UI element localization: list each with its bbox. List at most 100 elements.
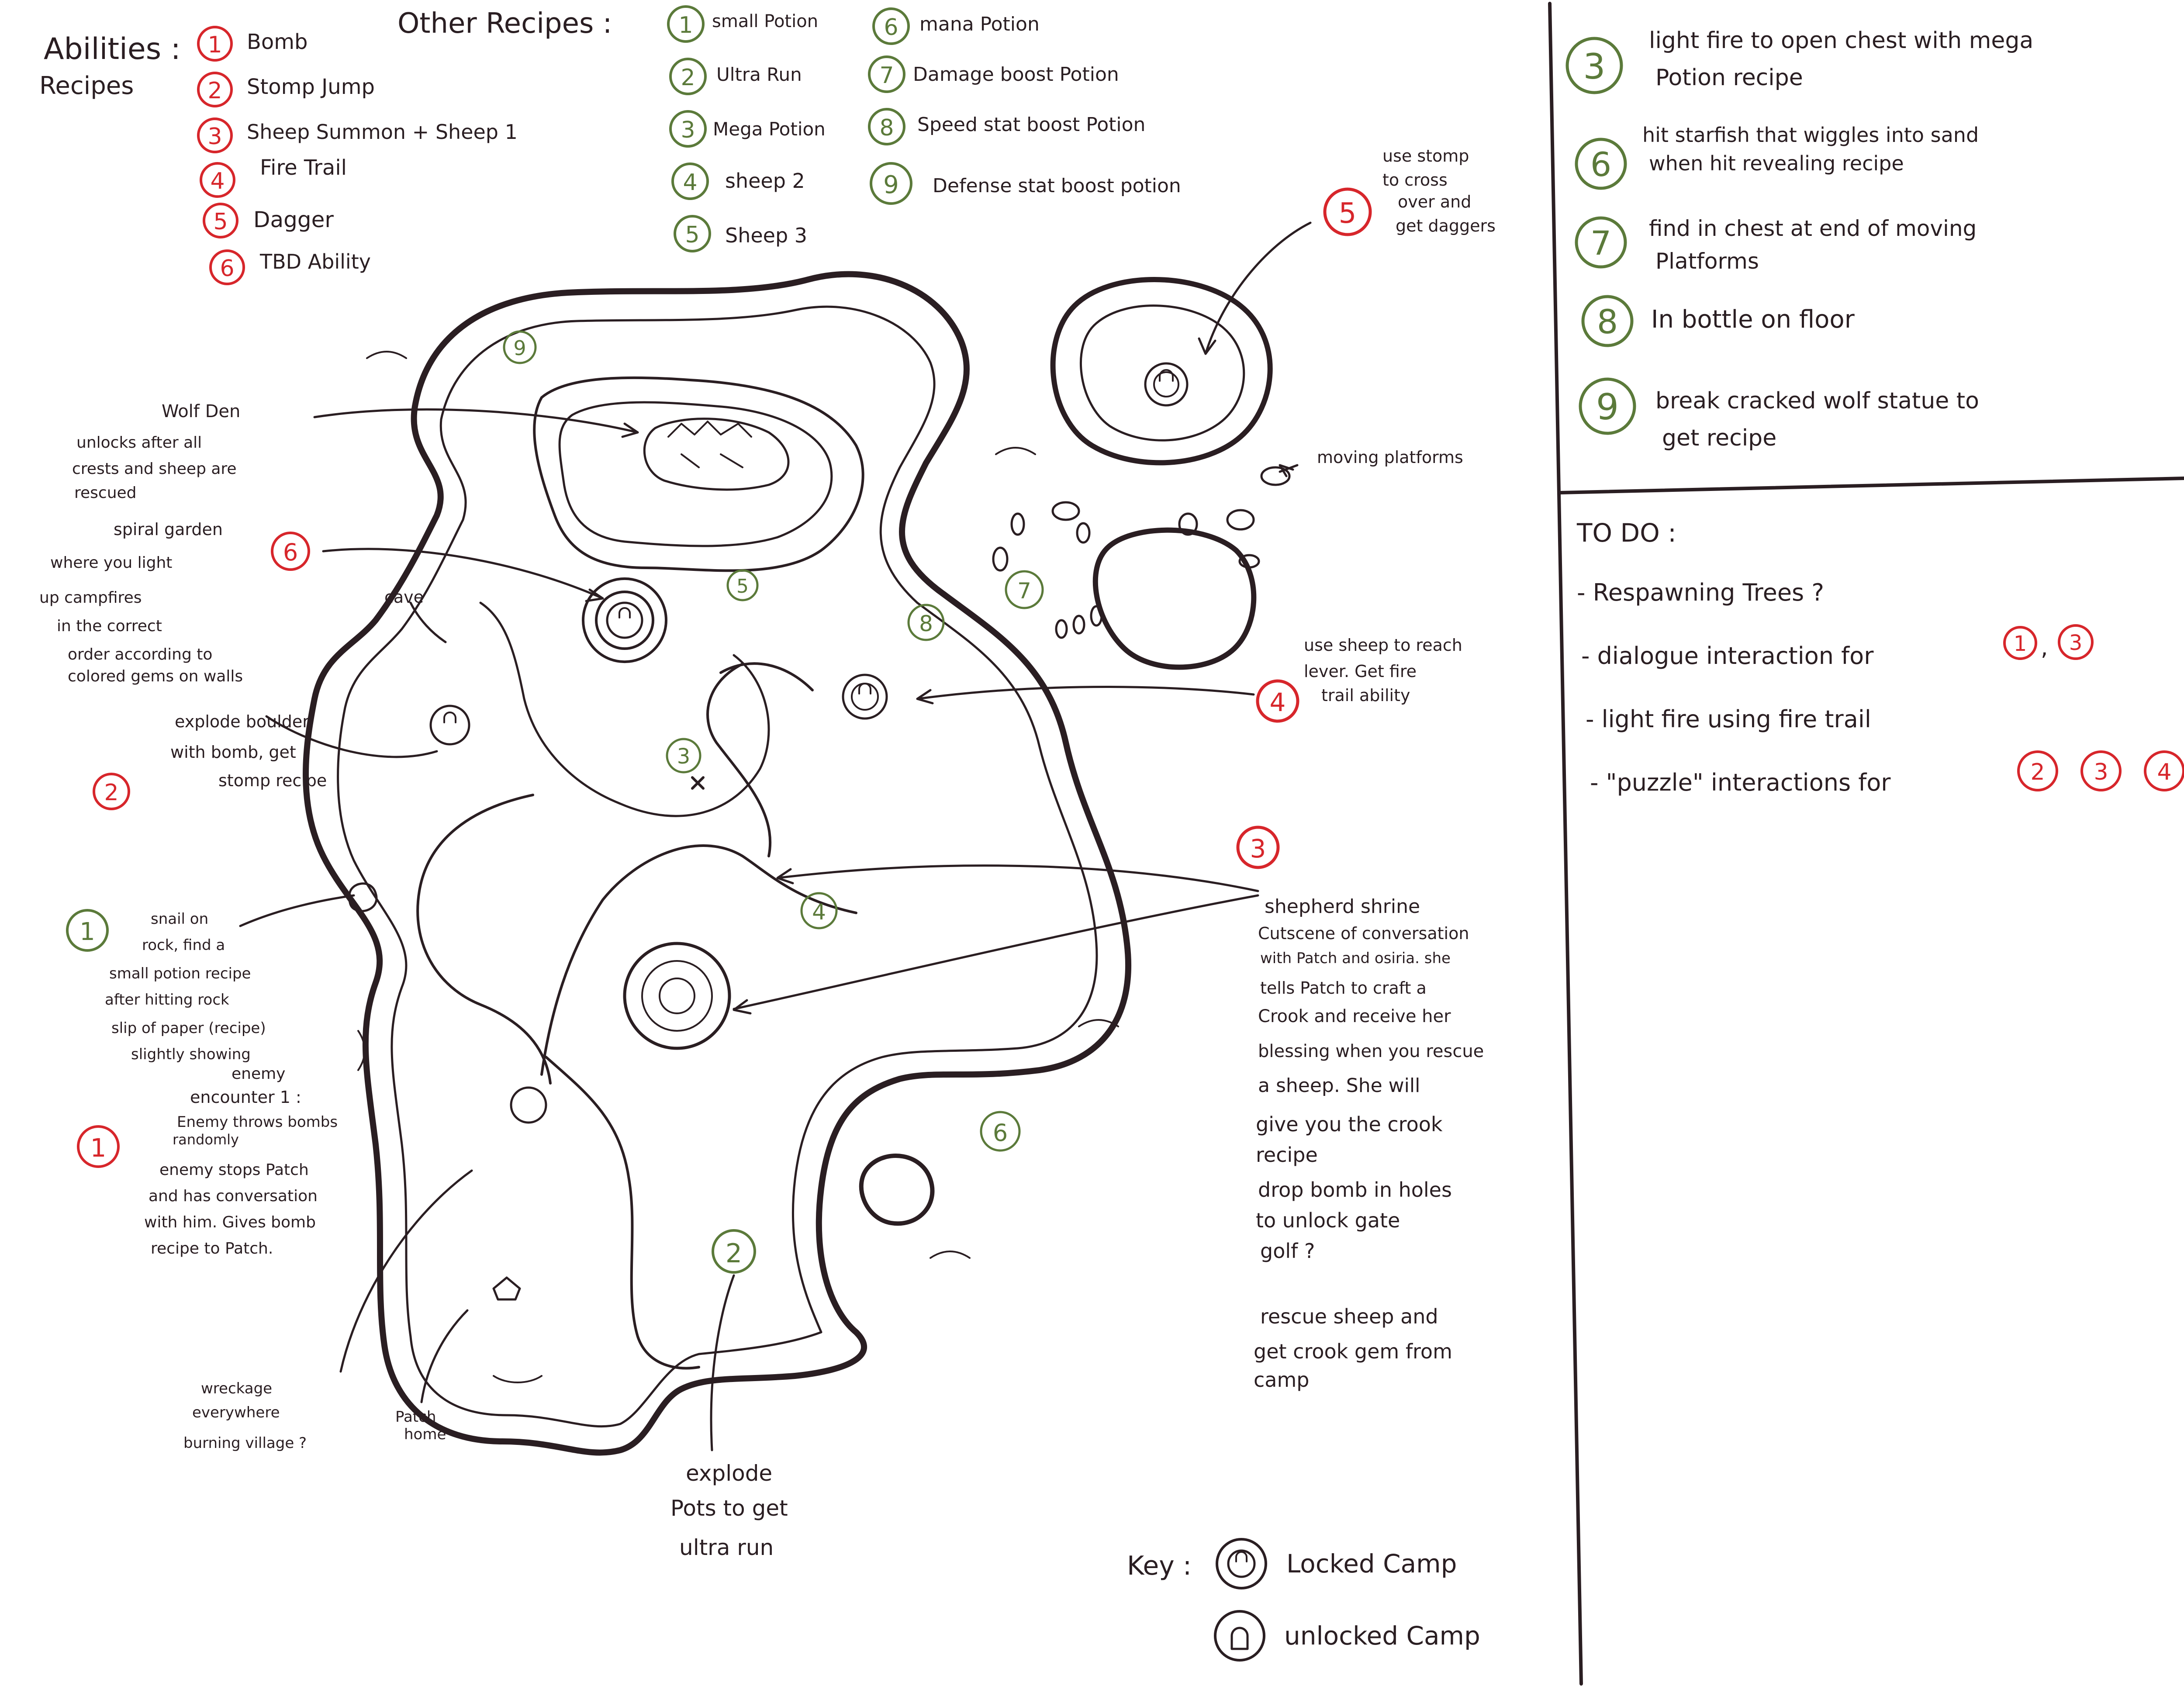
svg-text:9: 9 <box>883 171 899 199</box>
annotation-sheep-lever: use sheep to reach lever. Get fire trail… <box>1304 636 1462 705</box>
svg-text:,: , <box>2041 635 2048 661</box>
path-east-ridge <box>706 662 814 857</box>
annotation-arrows <box>239 221 1312 1451</box>
svg-text:2: 2 <box>726 1238 742 1269</box>
other-recipes-title: Other Recipes : <box>397 7 612 40</box>
svg-text:Fire Trail: Fire Trail <box>260 155 347 180</box>
map-recipe-marker-7: 7 <box>1005 570 1044 609</box>
svg-text:trail ability: trail ability <box>1321 686 1410 705</box>
recipe-item-6: 6 mana Potion <box>872 7 1040 45</box>
svg-text:Speed stat boost Potion: Speed stat boost Potion <box>917 114 1145 136</box>
svg-text:stomp recipe: stomp recipe <box>218 771 327 790</box>
annotation-boulder: explode boulder with bomb, get stomp rec… <box>170 712 327 790</box>
svg-text:7: 7 <box>879 62 894 89</box>
svg-text:to cross: to cross <box>1382 170 1448 190</box>
svg-text:8: 8 <box>1597 302 1618 341</box>
todo-item-1: - Respawning Trees ? <box>1577 579 1824 606</box>
svg-text:shepherd shrine: shepherd shrine <box>1265 895 1420 918</box>
svg-text:1: 1 <box>207 32 222 58</box>
map-recipe-marker-8: 8 <box>907 604 945 641</box>
annotation-moving-platforms: moving platforms <box>1317 448 1463 467</box>
svg-text:3: 3 <box>2094 759 2108 785</box>
map-recipe-marker-9: 9 <box>503 330 537 364</box>
map-recipe-marker-3: 3 <box>666 738 702 774</box>
svg-text:with him. Gives bomb: with him. Gives bomb <box>144 1213 316 1231</box>
locked-camp-icon <box>842 674 888 720</box>
annotation-snail: snail on rock, find a small potion recip… <box>105 910 266 1063</box>
annotation-patch-home: Patch home <box>395 1408 446 1443</box>
svg-text:encounter 1 :: encounter 1 : <box>190 1088 301 1107</box>
svg-text:and has conversation: and has conversation <box>149 1187 318 1205</box>
recipe-item-9: 9 Defense stat boost potion <box>870 162 1181 205</box>
todo-item-3: - light fire using fire trail <box>1586 705 1871 733</box>
svg-text:5: 5 <box>213 209 228 235</box>
todo-item-2: - dialogue interaction for <box>1581 642 1874 670</box>
svg-text:colored gems on walls: colored gems on walls <box>68 667 243 685</box>
svg-text:golf ?: golf ? <box>1260 1239 1315 1263</box>
svg-text:5: 5 <box>736 575 749 598</box>
map-ability-marker-6: 6 <box>271 532 310 571</box>
svg-text:3: 3 <box>681 117 695 143</box>
svg-text:4: 4 <box>683 169 697 196</box>
svg-text:4: 4 <box>812 899 826 925</box>
recipe-note-6: 6 hit starfish that wiggles into sand wh… <box>1575 123 1979 190</box>
svg-text:explode boulder: explode boulder <box>175 712 309 731</box>
svg-text:a sheep. She will: a sheep. She will <box>1258 1074 1420 1097</box>
svg-text:get daggers: get daggers <box>1396 216 1496 235</box>
recipe-item-2: 2 Ultra Run <box>669 58 802 95</box>
map-recipe-marker-2: 2 <box>712 1229 756 1274</box>
svg-text:over and: over and <box>1398 192 1471 211</box>
recipe-notes-panel: 3 light fire to open chest with mega Pot… <box>1565 28 2033 451</box>
svg-text:Crook and receive her: Crook and receive her <box>1258 1006 1451 1026</box>
svg-text:TBD Ability: TBD Ability <box>259 250 371 273</box>
wolf-den-ruins <box>667 421 752 468</box>
svg-text:6: 6 <box>283 539 298 566</box>
ability-item-3: 3 Sheep Summon + Sheep 1 <box>197 117 518 153</box>
svg-text:2: 2 <box>207 78 222 104</box>
svg-text:recipe: recipe <box>1256 1143 1318 1167</box>
path-west-loop <box>416 794 552 1085</box>
svg-text:4: 4 <box>2157 759 2171 785</box>
recipe-note-9: 9 break cracked wolf statue to get recip… <box>1579 377 1979 451</box>
svg-text:3: 3 <box>1583 46 1606 87</box>
island-inner-coast <box>337 305 1098 1428</box>
ability-item-2: 2 Stomp Jump <box>197 72 375 107</box>
svg-text:light fire to open chest with: light fire to open chest with mega <box>1649 28 2033 54</box>
map-recipe-marker-4: 4 <box>800 892 838 929</box>
map-ability-marker-1: 1 <box>77 1125 120 1168</box>
abilities-legend: Abilities : Recipes 1 Bomb 2 Stomp Jump … <box>39 26 518 285</box>
svg-text:enemy stops Patch: enemy stops Patch <box>159 1161 309 1179</box>
ability-item-1: 1 Bomb <box>197 26 308 62</box>
svg-text:camp: camp <box>1254 1368 1310 1392</box>
svg-text:Enemy throws bombs: Enemy throws bombs <box>177 1113 338 1131</box>
svg-text:burning village ?: burning village ? <box>183 1434 307 1452</box>
locked-camp-icon <box>606 601 643 639</box>
svg-text:after hitting rock: after hitting rock <box>105 991 229 1009</box>
svg-text:in the correct: in the correct <box>57 617 162 635</box>
svg-text:lever. Get fire: lever. Get fire <box>1304 662 1417 681</box>
abilities-title: Abilities : <box>44 32 181 66</box>
svg-text:9: 9 <box>1596 387 1619 428</box>
svg-text:order according to: order according to <box>68 646 212 663</box>
northeast-island <box>1050 277 1273 466</box>
recipe-item-8: 8 Speed stat boost Potion <box>868 108 1145 145</box>
annotation-enemy-encounter: enemy encounter 1 : Enemy throws bombs r… <box>144 1065 338 1258</box>
svg-text:rock, find a: rock, find a <box>142 936 225 954</box>
svg-text:find in chest at end of moving: find in chest at end of moving <box>1649 216 1977 241</box>
svg-text:8: 8 <box>919 611 933 636</box>
svg-text:Cutscene of conversation: Cutscene of conversation <box>1258 924 1469 943</box>
svg-text:2: 2 <box>104 780 118 806</box>
map-ability-marker-5: 5 <box>1323 187 1372 236</box>
ability-item-5: 5 Dagger <box>203 203 334 238</box>
svg-text:Mega Potion: Mega Potion <box>713 118 826 140</box>
svg-text:4: 4 <box>210 168 225 194</box>
wolf-den-plateau <box>533 376 864 572</box>
svg-text:6: 6 <box>884 14 898 41</box>
svg-text:tells Patch to craft a: tells Patch to craft a <box>1260 978 1427 998</box>
recipes-subtitle: Recipes <box>39 72 134 100</box>
svg-text:3: 3 <box>1250 834 1266 864</box>
key-unlocked-camp: unlocked Camp <box>1214 1610 1480 1662</box>
map-ability-marker-3: 3 <box>1236 826 1280 869</box>
svg-text:small Potion: small Potion <box>712 11 818 31</box>
enemy-camp-icon <box>510 1086 547 1124</box>
